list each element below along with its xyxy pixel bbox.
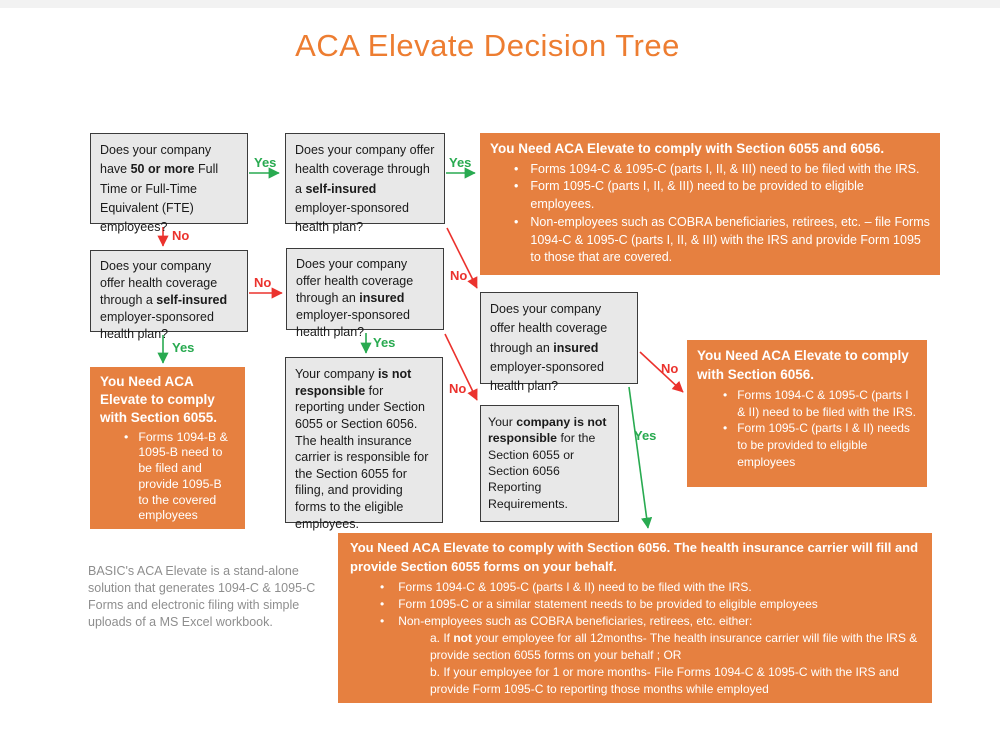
question-self-insured-top: Does your company offer health coverage … bbox=[285, 133, 445, 234]
outcome-section-6056-carrier: You Need ACA Elevate to comply with Sect… bbox=[338, 533, 932, 703]
footer-note: BASIC's ACA Elevate is a stand-alone sol… bbox=[88, 564, 316, 629]
outcome-section-6055: You Need ACA Elevate to comply with Sect… bbox=[90, 367, 245, 529]
outcome-subitem-b: b. If your employee for 1 or more months… bbox=[430, 664, 899, 696]
edge-insured-right-yes bbox=[628, 386, 653, 529]
outcome-bullet-list: Forms 1094-C & 1095-C (parts I, II, & II… bbox=[490, 161, 930, 268]
question-fte-count: Does your company have 50 or more Full T… bbox=[90, 133, 248, 234]
question-insured-mid: Does your company offer health coverage … bbox=[286, 248, 444, 339]
outcome-bullet: Forms 1094-C & 1095-C (parts I & II) nee… bbox=[723, 387, 917, 421]
outcome-bullet: Form 1095-C or a similar statement needs… bbox=[380, 596, 920, 613]
outcome-bullet: Forms 1094-B & 1095-B need to be filed a… bbox=[124, 430, 235, 524]
outcome-title: You Need ACA Elevate to comply with Sect… bbox=[697, 348, 909, 382]
edge-label-no-insured-right: No bbox=[661, 361, 679, 376]
outcome-bullet: Form 1095-C (parts I, II, & III) need to… bbox=[514, 178, 930, 214]
outcome-bullet: Non-employees such as COBRA beneficiarie… bbox=[380, 613, 920, 630]
outcome-bullet-list: Forms 1094-C & 1095-C (parts I & II) nee… bbox=[697, 387, 917, 471]
edge-label-yes-insured-mid: Yes bbox=[373, 335, 396, 350]
top-divider bbox=[0, 0, 1000, 8]
page-title: ACA Elevate Decision Tree bbox=[295, 28, 680, 63]
edge-label-no-selfinsured-left: No bbox=[254, 275, 272, 290]
statement-not-responsible-long: Your company is not responsible for repo… bbox=[285, 357, 443, 531]
edge-label-yes-fte: Yes bbox=[254, 155, 277, 170]
outcome-section-6055-6056: You Need ACA Elevate to comply with Sect… bbox=[480, 133, 940, 275]
outcome-bullet: Forms 1094-C & 1095-C (parts I & II) nee… bbox=[380, 579, 920, 596]
outcome-bullet-list: Forms 1094-B & 1095-B need to be filed a… bbox=[100, 430, 235, 524]
edge-label-no-selfinsured-top: No bbox=[450, 268, 468, 283]
edge-label-no-insured-mid: No bbox=[449, 381, 467, 396]
outcome-title: You Need ACA Elevate to comply with Sect… bbox=[490, 141, 885, 156]
edge-label-yes-selfinsured-top: Yes bbox=[449, 155, 472, 170]
statement-not-responsible-short: Your company is not responsible for the … bbox=[480, 405, 619, 522]
edge-label-yes-selfinsured-left: Yes bbox=[172, 340, 195, 355]
edge-label-no-fte: No bbox=[172, 228, 190, 243]
outcome-subitem-a: a. If not your employee for all 12months… bbox=[430, 630, 918, 662]
outcome-section-6056: You Need ACA Elevate to comply with Sect… bbox=[687, 340, 927, 487]
question-self-insured-left: Does your company offer health coverage … bbox=[90, 250, 248, 341]
outcome-bullet: Forms 1094-C & 1095-C (parts I, II, & II… bbox=[514, 161, 930, 179]
question-insured-right: Does your company offer health coverage … bbox=[480, 292, 638, 393]
outcome-title: You Need ACA Elevate to comply with Sect… bbox=[350, 540, 919, 574]
outcome-title: You Need ACA Elevate to comply with Sect… bbox=[100, 374, 218, 426]
edge-label-yes-insured-right: Yes bbox=[634, 428, 657, 443]
outcome-bullet: Form 1095-C (parts I & II) needs to be p… bbox=[723, 420, 917, 470]
outcome-bullet-list: Forms 1094-C & 1095-C (parts I & II) nee… bbox=[350, 579, 920, 630]
outcome-bullet: Non-employees such as COBRA beneficiarie… bbox=[514, 214, 930, 267]
